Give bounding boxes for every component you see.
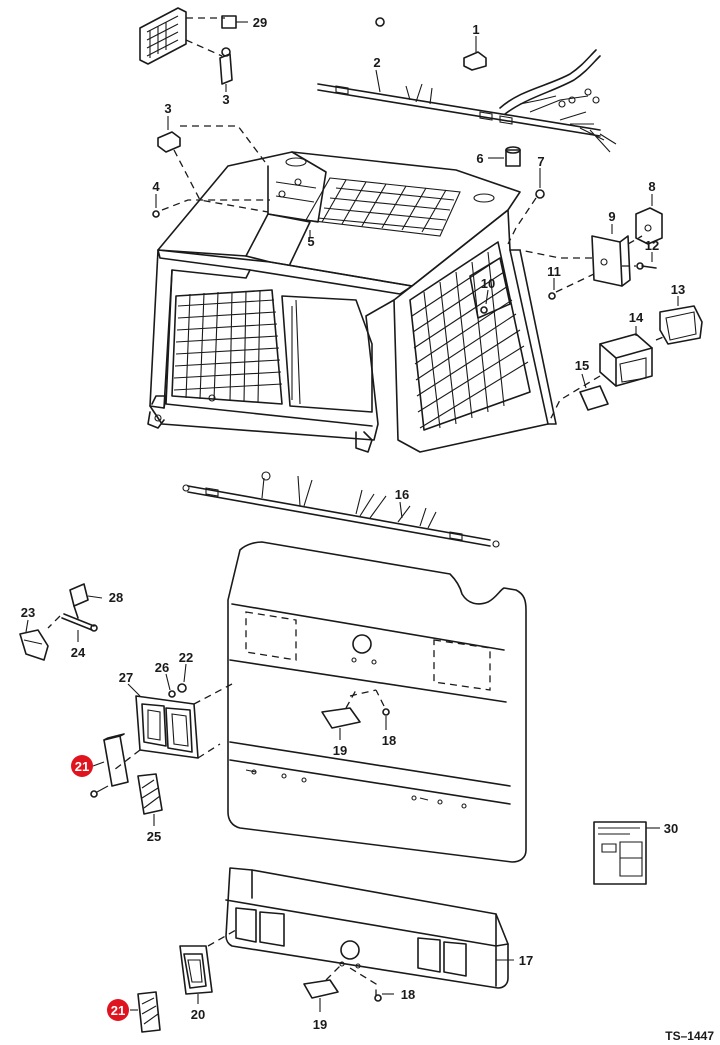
callout-21-lower: 21 xyxy=(111,1003,125,1018)
callout-labels: 1 2 3 3 4 5 6 7 8 9 10 11 12 13 14 15 16… xyxy=(21,15,685,1032)
part-plug xyxy=(463,36,487,71)
part-small-screw xyxy=(375,17,385,27)
callout-18-lower: 18 xyxy=(401,987,415,1002)
part-lens-25 xyxy=(137,773,163,826)
highlight-marker xyxy=(71,755,93,777)
part-rear-panel xyxy=(227,541,527,863)
callout-10: 10 xyxy=(481,276,495,291)
part-upper-wiring-harness xyxy=(317,49,617,153)
part-screw-18-lower xyxy=(349,967,394,1002)
part-latch-bracket xyxy=(19,619,49,661)
part-lens-21-lower xyxy=(130,991,161,1033)
part-nut-22 xyxy=(177,663,187,693)
callout-19-upper: 19 xyxy=(333,743,347,758)
part-latch-flag xyxy=(69,583,103,619)
callout-4: 4 xyxy=(152,179,160,194)
callout-2: 2 xyxy=(373,55,380,70)
callout-5: 5 xyxy=(307,234,314,249)
part-bolt-12 xyxy=(622,252,657,270)
highlight-marker xyxy=(107,999,129,1021)
part-lamp-housing-20 xyxy=(179,929,237,1004)
part-clip xyxy=(219,47,233,92)
part-gasket-15 xyxy=(579,373,609,411)
callout-20: 20 xyxy=(191,1007,205,1022)
callout-3-top: 3 xyxy=(222,92,229,107)
part-screw-10 xyxy=(480,289,489,314)
part-light-lens xyxy=(659,296,703,345)
part-screw-18-upper xyxy=(349,689,390,730)
part-nut-7 xyxy=(507,168,545,245)
callout-25: 25 xyxy=(147,829,161,844)
callout-15: 15 xyxy=(575,358,589,373)
highlighted-callout-21-upper: 21 xyxy=(71,755,105,777)
part-screw-4 xyxy=(152,194,270,218)
part-lower-wiring-harness xyxy=(182,471,500,548)
part-dome-light xyxy=(488,146,521,167)
callout-17: 17 xyxy=(519,953,533,968)
drawing-reference: TS–1447 xyxy=(665,1029,714,1043)
callout-7: 7 xyxy=(537,154,544,169)
callout-18-upper: 18 xyxy=(382,733,396,748)
callout-30: 30 xyxy=(664,821,678,836)
callout-1: 1 xyxy=(472,22,479,37)
callout-27: 27 xyxy=(119,670,133,685)
callout-6: 6 xyxy=(476,151,483,166)
part-lamp-socket xyxy=(157,116,269,213)
part-decal-19-upper xyxy=(321,689,361,740)
part-latch-rod xyxy=(47,613,98,642)
highlighted-callout-21-lower: 21 xyxy=(107,999,129,1021)
part-light-block xyxy=(635,194,663,245)
part-screw-26 xyxy=(165,673,176,698)
callout-16: 16 xyxy=(395,487,409,502)
callout-22: 22 xyxy=(179,650,193,665)
callout-24: 24 xyxy=(71,645,86,660)
callout-28: 28 xyxy=(109,590,123,605)
part-operator-cab xyxy=(147,151,557,453)
callout-21-upper: 21 xyxy=(75,759,89,774)
callout-13: 13 xyxy=(671,282,685,297)
part-bezel-27 xyxy=(113,683,233,771)
callout-9: 9 xyxy=(608,209,615,224)
part-light-housing xyxy=(549,326,667,421)
part-screw-11 xyxy=(548,273,595,300)
callout-8: 8 xyxy=(648,179,655,194)
part-light-bracket xyxy=(519,224,643,287)
part-decal-19-lower xyxy=(303,965,341,1012)
part-switch-panel xyxy=(139,7,248,65)
callout-29: 29 xyxy=(253,15,267,30)
callout-23: 23 xyxy=(21,605,35,620)
callout-12: 12 xyxy=(645,238,659,253)
callout-26: 26 xyxy=(155,660,169,675)
callout-11: 11 xyxy=(547,264,561,279)
part-lamp-21-upper xyxy=(90,733,129,798)
callout-19-lower: 19 xyxy=(313,1017,327,1032)
callout-3: 3 xyxy=(164,101,171,116)
callout-14: 14 xyxy=(629,310,644,325)
part-decal-sheet xyxy=(593,821,660,885)
part-lower-bumper-panel xyxy=(225,867,514,989)
